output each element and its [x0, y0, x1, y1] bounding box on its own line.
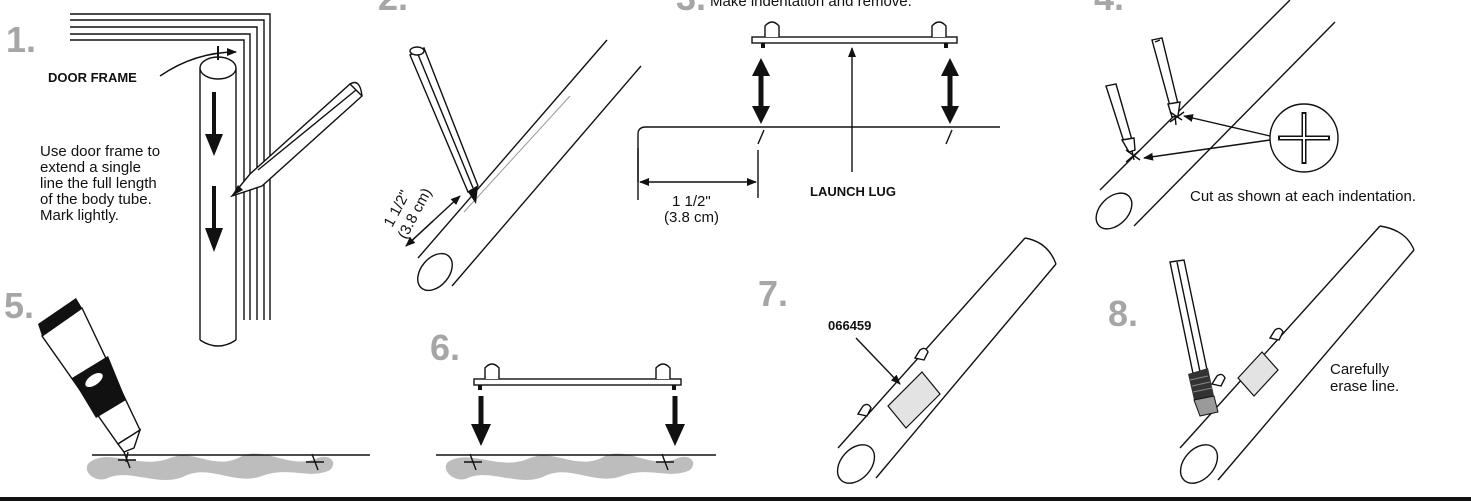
cross-mark: [118, 451, 136, 469]
step-5-number: 5.: [4, 285, 34, 326]
cross-mark: [464, 453, 482, 471]
body-tube-edge: [637, 126, 1000, 182]
dimension-marker: [405, 195, 461, 247]
step-1-number: 1.: [6, 19, 36, 60]
down-arrow-icon: [665, 396, 685, 446]
step-3-panel: 3. Make indentation and remove. LAUNCH L…: [637, 0, 1000, 226]
launch-lug: [751, 21, 958, 48]
glue-bead: [86, 453, 334, 480]
step-4-instruction: Cut as shown at each indentation.: [1190, 188, 1416, 205]
body-tube-vertical: [199, 56, 237, 347]
step-8-panel: 8. Carefully erase line.: [1108, 225, 1415, 484]
step-8-number: 8.: [1108, 293, 1138, 334]
step-7-number: 7.: [758, 273, 788, 314]
hobby-knife-icon: [1151, 37, 1185, 126]
instruction-line: Carefully: [1330, 361, 1390, 378]
glue-bead: [445, 453, 694, 480]
launch-lug-label: LAUNCH LUG: [810, 184, 896, 199]
down-arrow-icon: [205, 186, 223, 252]
decal-with-launch-lug: [1210, 327, 1284, 397]
part-number-label: 066459: [828, 318, 871, 333]
down-arrow-icon: [471, 396, 491, 446]
step-3-instruction: Make indentation and remove.: [710, 0, 912, 10]
part-number-leader: [855, 337, 901, 385]
up-down-arrow-icon: [941, 58, 959, 124]
dimension-marker: [637, 148, 759, 200]
indentation-mark: [757, 129, 765, 145]
body-tube-diagonal: [417, 39, 642, 292]
cross-cut-detail: [1269, 103, 1339, 173]
door-frame-label: DOOR FRAME: [48, 70, 137, 85]
step-1-panel: 1. DOOR FRAME: [6, 13, 364, 347]
body-tube-diagonal: [1179, 225, 1415, 484]
step-6-number: 6.: [430, 327, 460, 368]
step-2-number: 2.: [378, 0, 408, 18]
step-6-panel: 6.: [430, 327, 716, 480]
step-1-instruction: Use door frame to extend a single line t…: [40, 143, 160, 224]
step-5-panel: 5.: [4, 285, 370, 480]
step-4-panel: 4. Cut as sho: [1094, 0, 1416, 230]
instruction-line: line the full length: [40, 175, 157, 192]
step-4-number: 4.: [1094, 0, 1124, 18]
pencil-eraser-icon: [1169, 259, 1219, 417]
glue-tube-icon: [38, 298, 142, 463]
dimension-inches: 1 1/2": [672, 193, 711, 210]
door-frame-drawing: [70, 13, 271, 320]
step-3-number: 3.: [676, 0, 706, 18]
step-2-panel: 2. 1 1/2" (3.8 cm): [378, 0, 642, 292]
body-tube-diagonal: [1095, 0, 1336, 230]
body-tube-diagonal: [836, 237, 1057, 484]
step-8-instruction: Carefully erase line.: [1330, 361, 1399, 395]
step-7-panel: 7. 066459: [758, 237, 1057, 484]
instruction-line: erase line.: [1330, 378, 1399, 395]
detail-leader: [1183, 114, 1271, 137]
instruction-line: Use door frame to: [40, 143, 160, 160]
cross-mark: [306, 453, 324, 471]
pencil-icon: [409, 46, 479, 204]
door-frame-leader: [159, 48, 237, 77]
cross-mark: [656, 453, 674, 471]
instruction-line: of the body tube.: [40, 191, 152, 208]
up-down-arrow-icon: [752, 58, 770, 124]
decal-with-launch-lug: [856, 347, 941, 429]
dimension-cm: (3.8 cm): [664, 209, 719, 226]
instruction-line: Mark lightly.: [40, 207, 119, 224]
indentation-mark: [945, 129, 953, 145]
instruction-line: extend a single: [40, 159, 141, 176]
down-arrow-icon: [205, 92, 223, 156]
pencil-icon: [229, 81, 364, 198]
detail-leader: [1143, 139, 1271, 161]
hobby-knife-icon: [1105, 83, 1141, 163]
launch-lug: [473, 363, 682, 390]
